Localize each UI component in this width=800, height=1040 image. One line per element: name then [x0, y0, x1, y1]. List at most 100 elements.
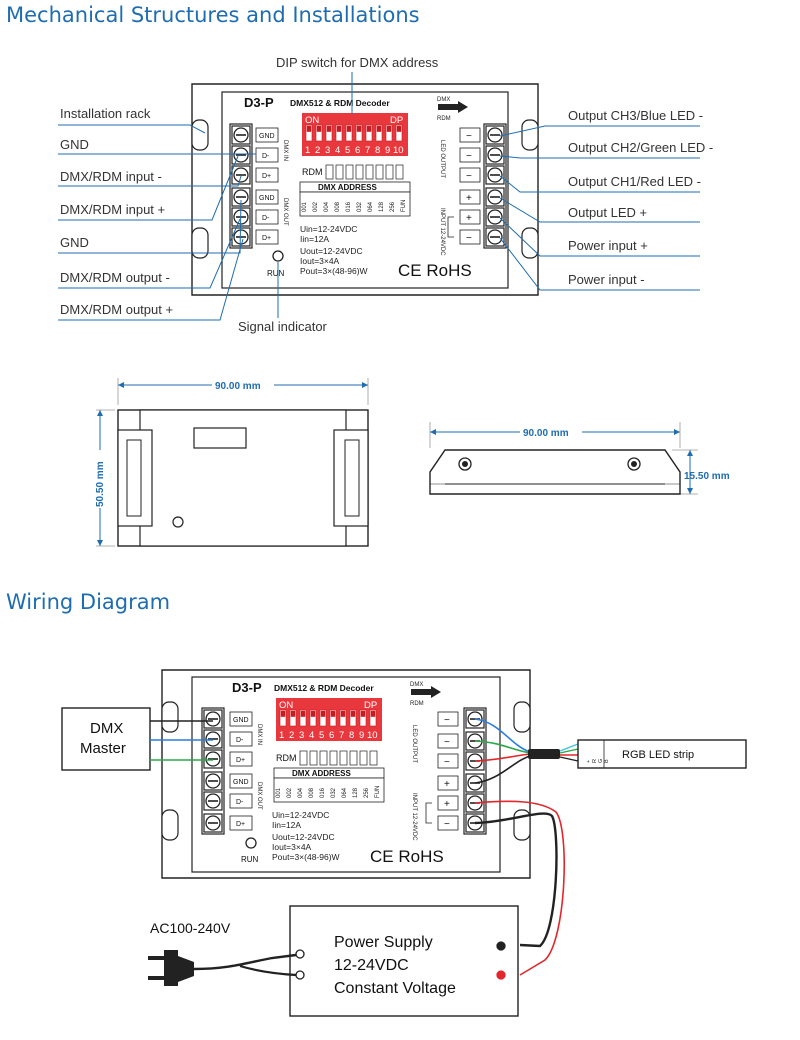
address-value: 016 [346, 201, 352, 212]
spec-line: Uin=12-24VDC [272, 810, 329, 820]
logo-rdm-text: RDM [410, 701, 424, 707]
dmx-rdm-arrow-icon [411, 686, 441, 698]
power-supply-line: 12-24VDC [334, 957, 409, 974]
rack-slot-tr [521, 119, 539, 151]
dmx-address-label: DMX ADDRESS [318, 183, 377, 192]
terminal-label: − [444, 819, 450, 830]
address-value: 256 [364, 787, 370, 798]
address-value: FUN [375, 786, 381, 798]
callout-label: Installation rack [60, 106, 151, 121]
strip-pin: + [586, 760, 592, 763]
right-terminal-labels: − − − + + − [437, 711, 459, 831]
terminal-label: D- [262, 153, 270, 160]
strip-wires [559, 743, 579, 762]
run-label: RUN [241, 855, 259, 864]
dip-number: 6 [329, 730, 334, 741]
dip-number: 4 [309, 730, 314, 741]
spec-line: Uout=12-24VDC [272, 832, 335, 842]
callout-label: Power input + [568, 238, 648, 253]
terminal-label: D+ [262, 173, 271, 180]
power-supply-line: Constant Voltage [334, 980, 456, 997]
spec-line: Iout=3×4A [300, 256, 340, 266]
ac-cable-2 [239, 964, 297, 977]
rdm-text: RDM [302, 167, 323, 177]
cable-bundle [528, 749, 560, 759]
address-value: 001 [276, 787, 282, 798]
logo-rdm-text: RDM [437, 116, 451, 122]
address-value: 128 [353, 787, 359, 798]
dip-on-label: ON [279, 700, 293, 711]
strip-pin: R [592, 759, 598, 763]
top-view-drawing: 90.00 mm 50.50 mm [92, 378, 369, 547]
rdm-text: RDM [276, 753, 297, 763]
terminal-label: D+ [236, 821, 245, 828]
callout-signal-indicator: Signal indicator [238, 319, 328, 334]
led-strip-label: RGB LED strip [622, 749, 694, 761]
wiring-section-title: Wiring Diagram [6, 590, 171, 614]
address-switches [299, 750, 378, 766]
device-model: D3-P [232, 680, 262, 695]
callout-leaders [58, 72, 700, 321]
callout-dip-switch: DIP switch for DMX address [276, 55, 439, 70]
led-output-label: LED OUTPUT [411, 725, 417, 763]
terminal-label: D+ [262, 235, 271, 242]
dmx-out-label: DMX OUT [256, 782, 262, 810]
input-voltage-label: INPUT 12-24VDC [411, 793, 417, 841]
spec-line: Uin=12-24VDC [300, 224, 357, 234]
left-terminal-labels: GND D- D+ GND D- D+ [255, 127, 279, 245]
callout-label: DMX/RDM output - [60, 270, 170, 285]
run-label: RUN [267, 269, 285, 278]
dip-number: 8 [349, 730, 354, 741]
terminal-label: GND [259, 133, 275, 140]
callout-label: DMX/RDM input + [60, 202, 165, 217]
dip-number: 2 [289, 730, 294, 741]
address-value: 004 [298, 787, 304, 798]
terminal-label: − [444, 737, 450, 748]
spec-line: Iout=3×4A [272, 842, 312, 852]
dip-number: 9 [385, 145, 390, 156]
dim-top-width: 90.00 mm [215, 381, 261, 392]
dip-number: 7 [365, 145, 370, 156]
callouts-right: Output CH3/Blue LED - Output CH2/Green L… [568, 108, 713, 287]
callout-label: Output LED + [568, 205, 647, 220]
dip-number: 6 [355, 145, 360, 156]
dip-number: 8 [375, 145, 380, 156]
dip-on-label: ON [305, 115, 319, 126]
led-output-wires [474, 718, 531, 784]
terminal-label: − [466, 131, 472, 142]
rack-slot-br [521, 227, 539, 259]
terminal-label: D- [236, 799, 244, 806]
dmx-out-label: DMX OUT [282, 198, 288, 226]
device-specs: Uin=12-24VDC Iin=12A Uout=12-24VDC Iout=… [300, 224, 368, 276]
terminal-label: − [466, 151, 472, 162]
power-supply-box: Power Supply 12-24VDC Constant Voltage [289, 905, 519, 1017]
terminal-label: D- [262, 215, 270, 222]
power-wires [474, 800, 566, 976]
dip-dp-label: DP [364, 700, 377, 711]
spec-line: Uout=12-24VDC [300, 246, 363, 256]
dim-side-height: 15.50 mm [684, 471, 730, 482]
callout-label: GND [60, 137, 89, 152]
device-subtitle: DMX512 & RDM Decoder [274, 683, 374, 693]
dip-number: 5 [345, 145, 350, 156]
terminal-label: D- [236, 737, 244, 744]
ce-rohs-mark: CE RoHS [370, 847, 444, 866]
address-value: 008 [309, 787, 315, 798]
ac-plug-icon [148, 950, 194, 986]
address-value: 032 [357, 201, 363, 212]
address-value: 001 [302, 201, 308, 212]
terminal-label: − [444, 757, 450, 768]
callout-label: DMX/RDM output + [60, 302, 173, 317]
terminal-label: GND [233, 779, 249, 786]
dim-top-height: 50.50 mm [95, 461, 106, 507]
callout-label: Output CH3/Blue LED - [568, 108, 703, 123]
dip-number: 7 [339, 730, 344, 741]
dip-number: 9 [359, 730, 364, 741]
spec-line: Pout=3×(48-96)W [272, 852, 340, 862]
terminal-label: + [444, 779, 450, 790]
device-top: D3-P DMX512 & RDM Decoder DMX RDM ON DP … [191, 83, 539, 296]
dim-side-width: 90.00 mm [523, 428, 569, 439]
dmx-wires [150, 720, 213, 761]
address-switches [325, 164, 404, 180]
dip-numbers: 1 2 3 4 5 6 7 8 9 10 [305, 145, 404, 156]
